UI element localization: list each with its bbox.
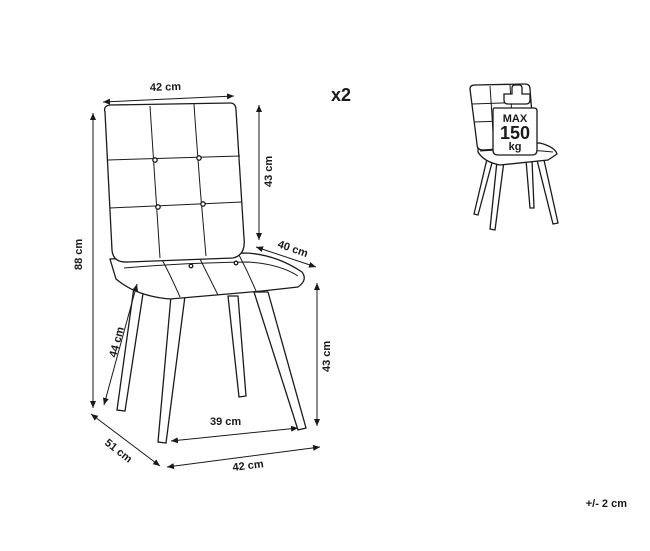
label-base-width: 42 cm [232,458,265,474]
label-seat-height: 43 cm [321,341,333,372]
backrest [103,102,245,263]
label-base-depth: 51 cm [102,437,134,466]
weight-badge: MAX 150 kg [492,84,538,156]
front-left-leg [157,295,186,444]
weight-unit-label: kg [509,141,522,153]
dimension-lines [90,93,321,470]
load-capacity-chair [469,83,559,231]
dim-seat-depth [255,246,317,268]
small-leg [536,159,559,225]
label-front-leg: 44 cm [107,325,127,358]
back-right-leg [227,295,247,398]
dim-front-leg [102,283,139,406]
backrest-button [200,201,206,207]
backrest-seams [107,103,243,259]
backrest-button [152,157,158,163]
label-seat-depth: 40 cm [276,238,310,260]
front-right-leg [253,291,307,431]
weight-value-label: 150 [500,123,530,143]
dim-base-depth [90,413,161,467]
main-chair [103,102,307,444]
small-leg [525,159,535,209]
weight-icon [503,84,531,105]
backrest-button [155,204,161,210]
label-total-height: 88 cm [73,239,85,270]
seat-button [233,260,239,266]
weight-body [492,107,538,156]
weight-max-label: MAX [503,113,528,125]
dim-base-width [166,444,321,470]
seat-button [188,263,194,269]
tolerance-note: +/- 2 cm [586,498,627,510]
small-leg [489,160,505,231]
label-back-width: 42 cm [150,81,182,94]
dim-leg-spread [170,425,299,444]
label-leg-spread: 39 cm [210,416,241,428]
quantity-label: x2 [331,85,351,105]
dim-back-width [102,93,235,105]
label-back-height: 43 cm [263,156,275,187]
small-leg [473,158,494,216]
backrest-button [196,155,202,161]
